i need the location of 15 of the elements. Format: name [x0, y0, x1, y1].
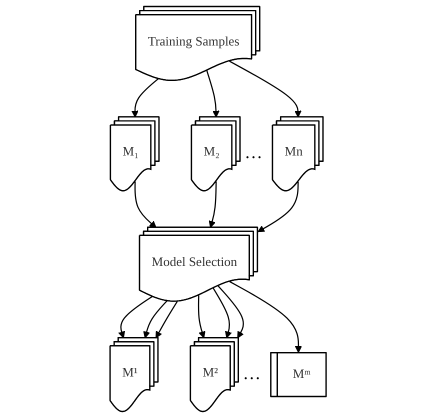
arrow	[198, 295, 206, 338]
arrow	[156, 301, 178, 338]
arrow	[230, 281, 302, 353]
arrow	[206, 70, 220, 118]
arrow	[209, 182, 218, 228]
arrow	[258, 182, 300, 232]
ellipsis-text: …	[242, 362, 261, 384]
arrow	[213, 288, 232, 338]
ellipsis-text: …	[244, 142, 262, 163]
arrow	[118, 296, 154, 338]
arrow	[218, 286, 244, 338]
arrow	[134, 182, 157, 228]
arrow	[132, 78, 160, 118]
arrow	[144, 300, 168, 338]
arrow	[230, 60, 302, 118]
